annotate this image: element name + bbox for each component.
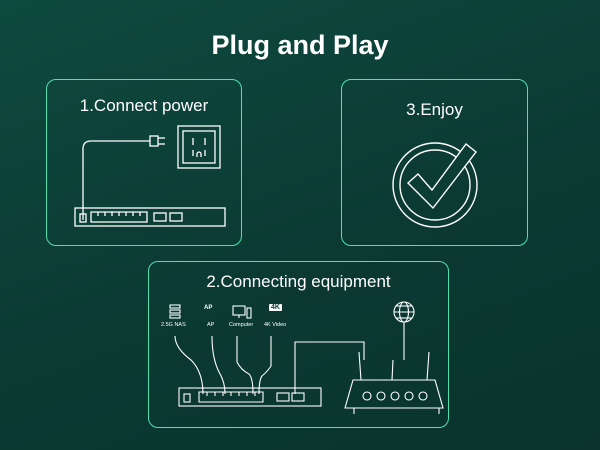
computer-label: Computer [229, 322, 254, 328]
computer-icon [232, 305, 252, 319]
4k-video-icon: 4K [269, 304, 282, 311]
video-label: 4K Video [264, 322, 287, 328]
connecting-equipment-illustration [169, 301, 444, 414]
access-point-icon: AP [204, 305, 213, 311]
nas-label: 2.5G NAS [161, 322, 186, 328]
connecting-equipment-title: 2.Connecting equipment [206, 272, 391, 291]
connect-power-title: 1.Connect power [79, 96, 209, 115]
ap-label: AP [207, 322, 215, 328]
network-switch-icon [178, 387, 322, 407]
router-icon [344, 351, 444, 414]
enjoy-card: 3.Enjoy [341, 79, 528, 246]
check-badge-icon [392, 142, 478, 228]
connect-power-card: 1.Connect power [46, 79, 242, 246]
connect-power-illustration [74, 125, 226, 227]
network-switch-icon [74, 207, 226, 227]
power-plug-icon [82, 135, 165, 220]
power-outlet-icon [177, 125, 221, 169]
connecting-equipment-card: 2.Connecting equipment [148, 261, 449, 428]
globe-icon [393, 301, 415, 323]
enjoy-title: 3.Enjoy [406, 100, 463, 119]
nas-icon [169, 304, 181, 319]
page-title: Plug and Play [211, 30, 389, 60]
